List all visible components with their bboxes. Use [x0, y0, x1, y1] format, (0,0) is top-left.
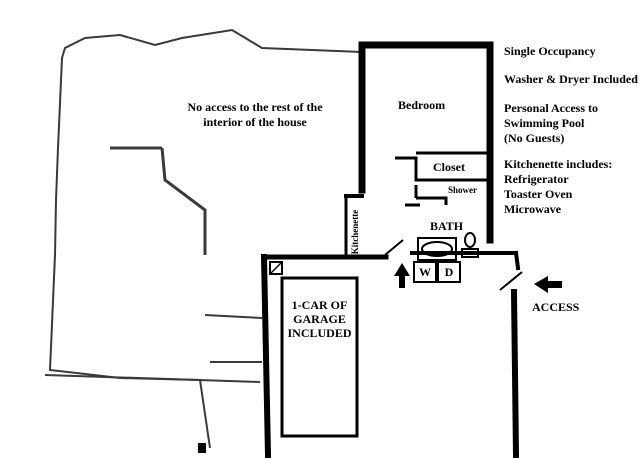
corner-marker	[269, 261, 283, 275]
bath-label: BATH	[430, 219, 464, 233]
feature-laundry: Washer & Dryer Included	[504, 72, 638, 86]
garage-car-outline	[280, 276, 359, 438]
washer-label: W	[419, 265, 431, 279]
wall-marker	[198, 443, 206, 453]
dryer-label: D	[444, 265, 454, 279]
pool-line-3: (No Guests)	[504, 131, 565, 145]
up-arrow-icon	[394, 263, 410, 288]
access-label: ACCESS	[532, 300, 580, 314]
house-note-line-2: interior of the house	[203, 115, 307, 129]
feature-occupancy: Single Occupancy	[504, 44, 596, 58]
closet-bath-walls	[395, 151, 490, 207]
toilet-icon	[461, 232, 479, 258]
house-access-note: No access to the rest of the interior of…	[160, 100, 350, 130]
house-note-line-1: No access to the rest of the	[187, 100, 323, 114]
garage-line-1: 1-CAR OF	[291, 298, 348, 312]
bathtub-icon	[417, 237, 457, 261]
unit-walls	[260, 41, 521, 459]
garage-line-2: GARAGE	[293, 312, 346, 326]
kitchenette-label: Kitchenette	[350, 210, 360, 254]
kitchenette-item: Microwave	[504, 202, 562, 216]
door-swings	[384, 239, 523, 291]
closet-label: Closet	[433, 160, 465, 174]
pool-line-1: Personal Access to	[504, 101, 598, 115]
left-arrow-icon	[534, 276, 562, 293]
kitchenette-item: Toaster Oven	[504, 187, 573, 201]
feature-pool: Personal Access to Swimming Pool (No Gue…	[504, 101, 598, 146]
bedroom-label: Bedroom	[398, 98, 446, 112]
kitchenette-item: Refrigerator	[504, 172, 569, 186]
garage-label: 1-CAR OF GARAGE INCLUDED	[282, 298, 357, 340]
garage-line-3: INCLUDED	[287, 326, 352, 340]
shower-label: Shower	[448, 185, 477, 195]
washer-dryer-units	[413, 261, 461, 283]
kitchenette-title: Kitchenette includes:	[504, 157, 613, 171]
pool-line-2: Swimming Pool	[504, 116, 585, 130]
main-house-outline	[44, 28, 363, 449]
feature-kitchenette: Kitchenette includes: Refrigerator Toast…	[504, 157, 612, 217]
